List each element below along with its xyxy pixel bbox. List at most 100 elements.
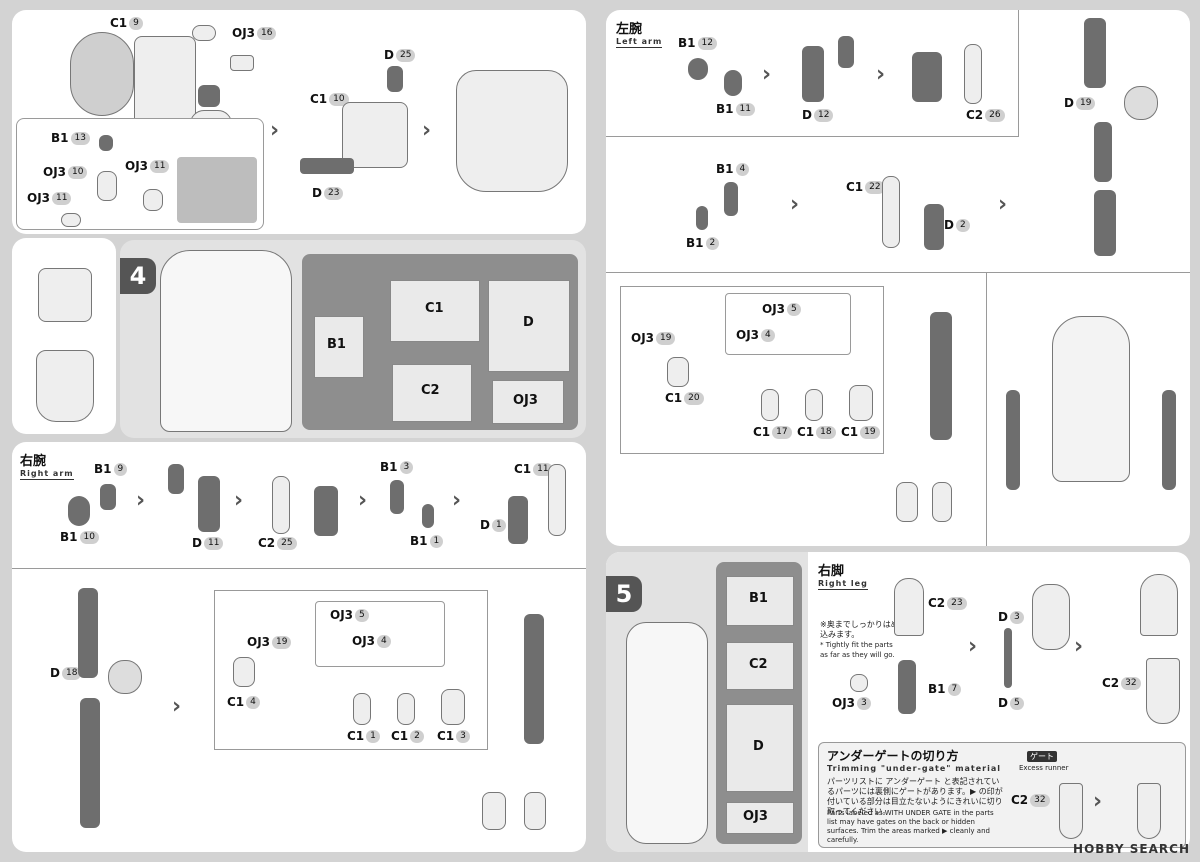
c2-23-part: [894, 578, 924, 636]
gate-label: ゲート: [1027, 751, 1057, 762]
c1-11-part: [548, 464, 566, 536]
gate-part-after: [1137, 783, 1161, 839]
d-1-part: [508, 496, 528, 544]
step5-runner-area: B1 C2 D OJ3: [716, 562, 802, 844]
step-arrow: ›: [790, 192, 800, 217]
runner-b1: B1: [314, 316, 364, 378]
step-arrow: ›: [998, 192, 1008, 217]
step-arrow: ›: [136, 488, 146, 513]
gate-label-en: Excess runner: [1019, 764, 1069, 772]
divider: [606, 272, 1190, 273]
runner-d-5: D: [726, 704, 794, 792]
lower-leg-part: [1140, 574, 1178, 636]
runner-area: B1 C1 D C2 OJ3: [302, 254, 578, 430]
hand-part-c1-17: [761, 389, 779, 421]
collar-part: [198, 85, 220, 107]
assembled-forearm: [1094, 190, 1116, 256]
skirt-part: [36, 350, 94, 422]
step-number-5: 5: [606, 576, 642, 612]
step-number-4: 4: [120, 258, 156, 294]
runner-d: D: [488, 280, 570, 372]
step-arrow: ›: [358, 488, 368, 513]
b1-9-part: [100, 484, 116, 510]
step-arrow: ›: [762, 62, 772, 87]
divider: [1018, 10, 1019, 137]
hand-part-fist: [482, 792, 506, 830]
knee-assembly: [1032, 584, 1070, 650]
tool-icon-circle-l: [1124, 86, 1158, 120]
left-arm-heading: 左腕 Left arm: [616, 22, 663, 48]
oj3-3-part: [850, 674, 868, 692]
b1-7-part: [898, 660, 916, 714]
b1-11-part: [724, 70, 742, 96]
hand-part-c1-4: [233, 657, 255, 687]
figure-preview: [160, 250, 292, 432]
elbow-part: [168, 464, 184, 494]
undergate-heading: アンダーゲートの切り方 Trimming "under-gate" materi…: [827, 749, 1002, 773]
undergate-note: アンダーゲートの切り方 Trimming "under-gate" materi…: [818, 742, 1186, 848]
b1-13-part: [99, 135, 113, 151]
runner-oj3-5: OJ3: [726, 802, 794, 834]
torso-assembly: [342, 102, 408, 168]
step-arrow: ›: [234, 488, 244, 513]
assembled-upper-arm: [1084, 18, 1106, 88]
hand-part-c1-1: [353, 693, 371, 725]
c2-25-part: [272, 476, 290, 534]
b1-12-part: [688, 58, 708, 80]
legs-preview: [626, 622, 708, 844]
hand-part-fist-l: [896, 482, 918, 522]
step-arrow: ›: [452, 488, 462, 513]
elbow-part-l: [838, 36, 854, 68]
step-arrow: ›: [968, 634, 978, 659]
neck-joint-photo: [177, 157, 257, 223]
b1-10-part: [68, 496, 90, 526]
c2-32-part: [1146, 658, 1180, 724]
right-arm-heading: 右腕 Right arm: [20, 454, 74, 480]
step-arrow: ›: [1074, 634, 1084, 659]
hand-part-c1-19: [849, 385, 873, 421]
step5-panel: 5 B1 C2 D OJ3 右脚 Right leg ※奥までしっかりはめ込みま…: [606, 552, 1190, 852]
d-5-part: [1004, 628, 1012, 688]
figure-arm-attach: [1052, 316, 1130, 482]
gate-part-before: [1059, 783, 1083, 839]
hand-part-c1-18: [805, 389, 823, 421]
tool-icon-circle: [108, 660, 142, 694]
shoulder-block-d25: [387, 66, 403, 92]
upper-arm-column: [78, 588, 98, 678]
step-arrow: ›: [1093, 789, 1103, 814]
